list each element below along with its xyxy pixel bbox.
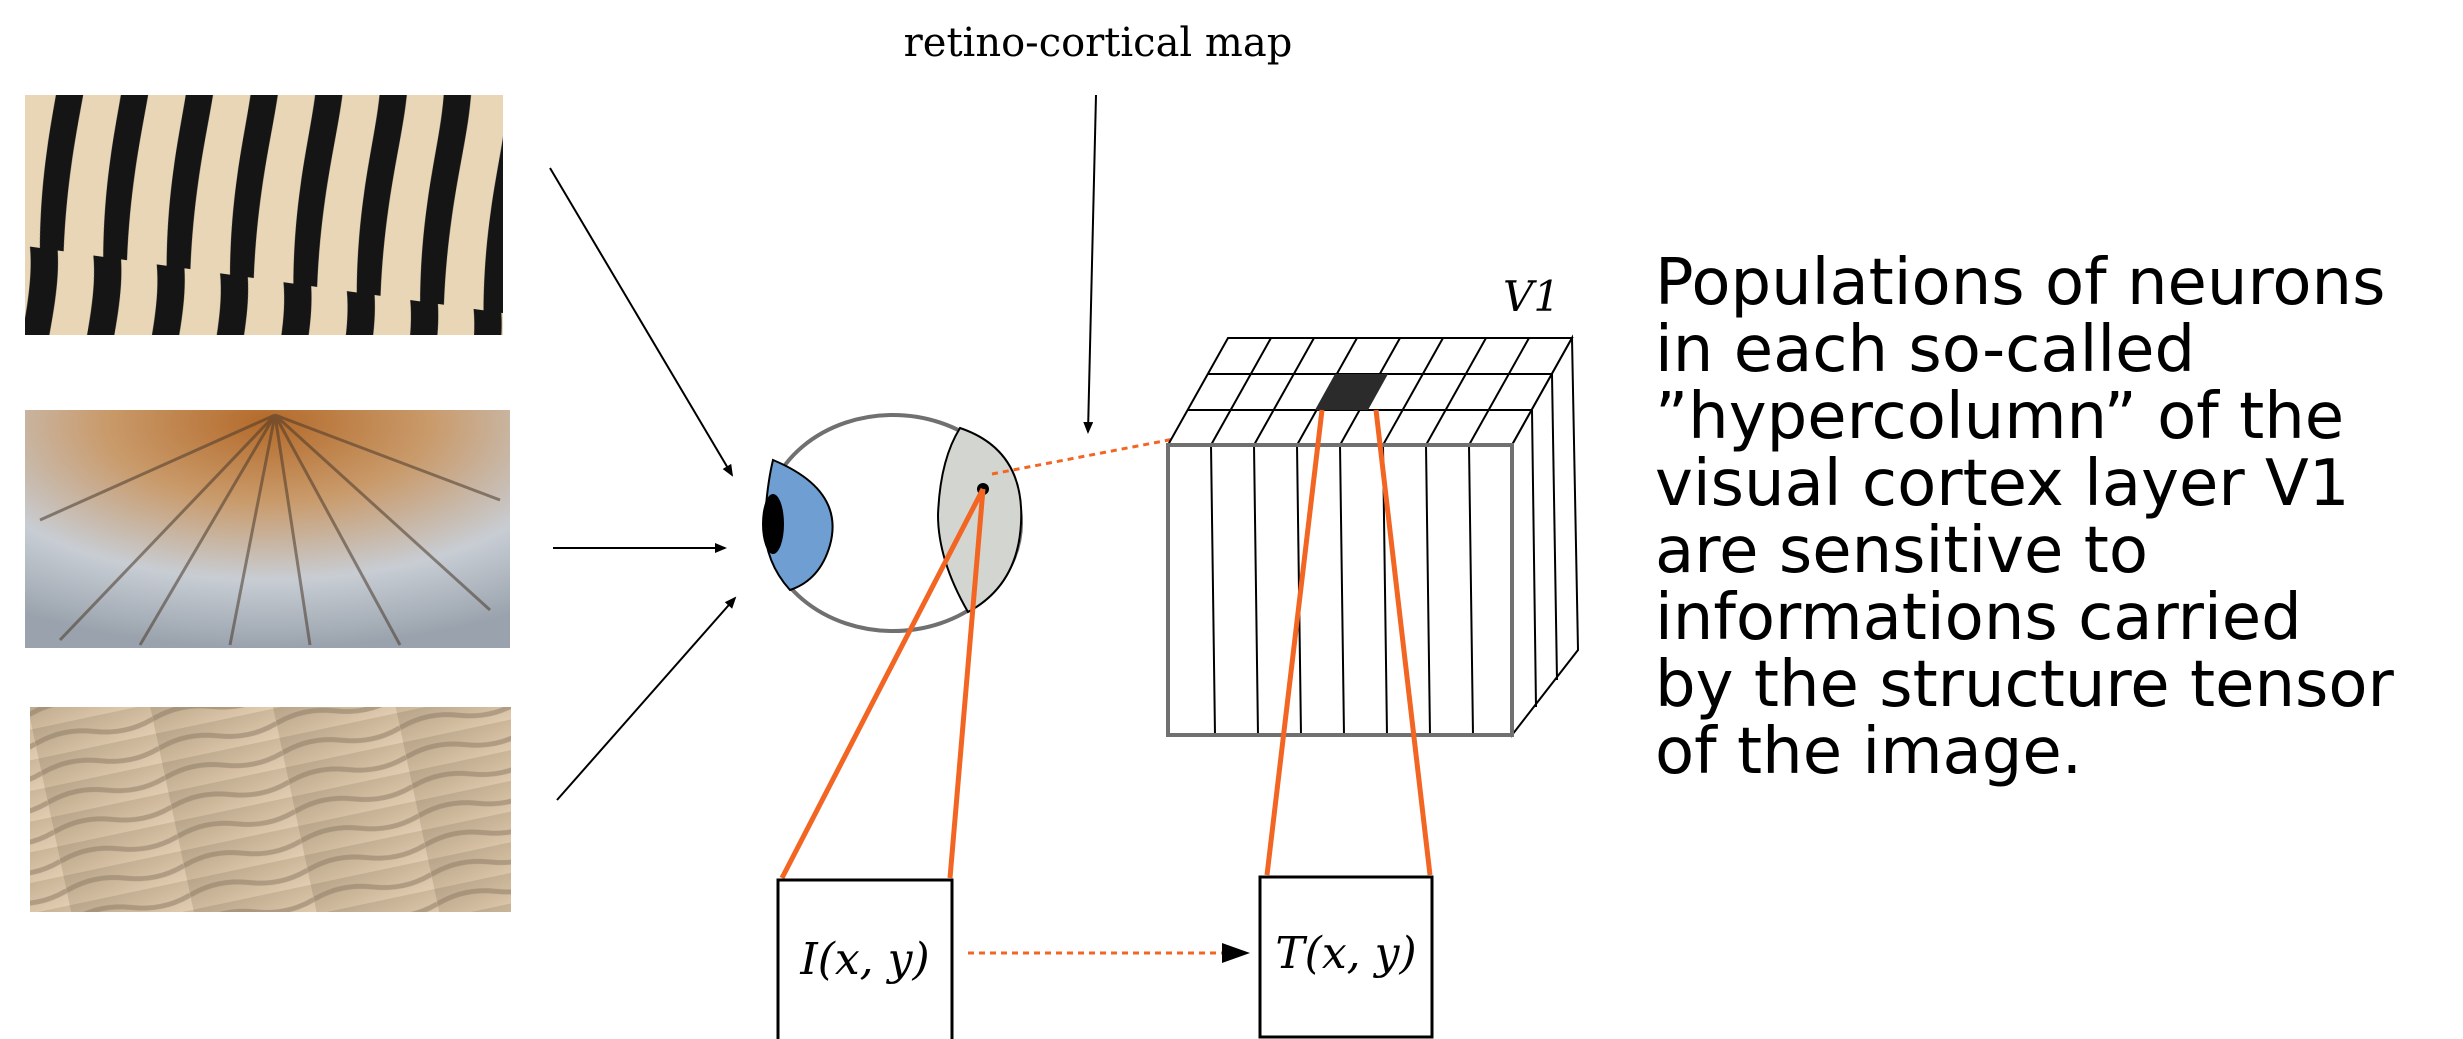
- description-line: visual cortex layer V1: [1655, 447, 2350, 521]
- description-line: Populations of neurons: [1655, 246, 2386, 320]
- retino-cortical-map-label: retino-cortical map: [904, 20, 1293, 66]
- arrow-sand-to-eye: [556, 596, 737, 801]
- description-line: are sensitive to: [1655, 514, 2148, 588]
- texture-image-sand: [30, 707, 511, 912]
- texture-image-zebra: [25, 95, 503, 335]
- texture-image-wood: [25, 410, 510, 648]
- description-line: in each so-called: [1655, 313, 2196, 387]
- tensor-box: T(x, y): [1258, 875, 1434, 1039]
- image-box-label: I(x, y): [799, 934, 929, 985]
- orange-line-cortex-left: [1264, 409, 1325, 876]
- v1-cortex: V1: [1166, 272, 1580, 738]
- arrow-zebra-to-eye: [549, 167, 734, 477]
- eye-pupil: [762, 494, 784, 554]
- description-line: by the structure tensor: [1655, 648, 2394, 722]
- description-line: ”hypercolumn” of the: [1655, 380, 2345, 454]
- eye: [762, 413, 1023, 633]
- tensor-box-label: T(x, y): [1275, 928, 1416, 979]
- image-box: I(x, y): [776, 878, 954, 1039]
- arrow-image-to-tensor-head: [1222, 943, 1250, 963]
- arrow-retina-to-cortex: [991, 408, 1326, 476]
- description-line: informations carried: [1655, 581, 2302, 655]
- active-hypercolumn-cell: [1315, 374, 1388, 410]
- orange-line-cortex-right: [1373, 409, 1433, 876]
- v1-label: V1: [1503, 272, 1560, 321]
- orange-line-retina-left: [779, 487, 986, 880]
- description-line: of the image.: [1655, 715, 2083, 789]
- retino-cortical-arrow: [1083, 94, 1097, 434]
- description-text: Populations of neurons in each so-called…: [1655, 250, 2455, 786]
- orange-line-retina-right: [947, 488, 986, 879]
